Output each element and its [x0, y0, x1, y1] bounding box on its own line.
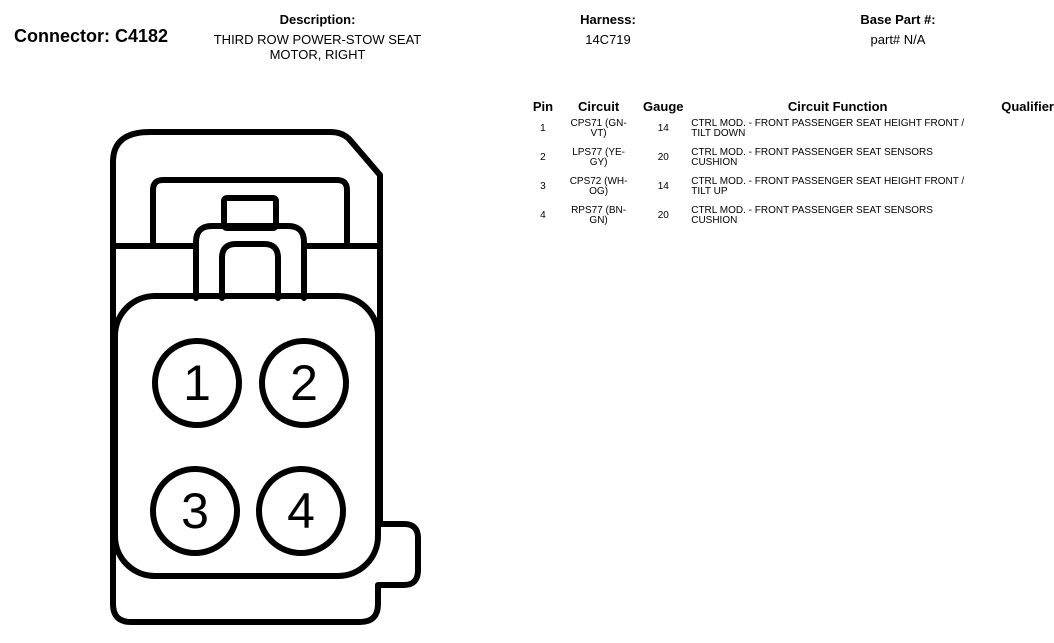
pin-4: 4: [256, 466, 346, 556]
circuit-line-1: CPS71 (GN-: [570, 117, 627, 129]
function-line-1: CTRL MOD. - FRONT PASSENGER SEAT HEIGHT …: [691, 175, 965, 187]
pin-table: Pin Circuit Gauge Circuit Function Quali…: [528, 97, 1054, 230]
pin-table-header-row: Pin Circuit Gauge Circuit Function Quali…: [528, 97, 1054, 114]
pin-1: 1: [152, 338, 242, 428]
function-cell: CTRL MOD. - FRONT PASSENGER SEAT HEIGHT …: [687, 172, 988, 201]
function-line-1: CTRL MOD. - FRONT PASSENGER SEAT HEIGHT …: [691, 117, 965, 129]
pin-4-label: 4: [287, 483, 315, 539]
harness-block: Harness: 14C719: [540, 12, 676, 47]
pin-2: 2: [259, 338, 349, 428]
function-cell: CTRL MOD. - FRONT PASSENGER SEAT SENSORS…: [687, 201, 988, 230]
gauge-cell: 20: [657, 209, 669, 221]
qualifier-cell: [988, 114, 1054, 143]
latch-slot: [219, 241, 281, 301]
description-label: Description:: [279, 12, 356, 27]
description-block: Description: THIRD ROW POWER-STOW SEAT M…: [195, 12, 440, 62]
circuit-line-2: GY): [589, 156, 608, 168]
circuit-cell: RPS77 (BN-GN): [558, 201, 639, 230]
description-line-2: MOTOR, RIGHT: [269, 47, 366, 62]
pin-3-label: 3: [181, 483, 209, 539]
function-line-2: CUSHION: [691, 214, 738, 226]
qualifier-cell: [988, 172, 1054, 201]
table-row: 3 CPS72 (WH-OG) 14 CTRL MOD. - FRONT PAS…: [528, 172, 1054, 201]
gauge-column-header: Gauge: [643, 99, 684, 114]
pin-cell: 2: [540, 151, 546, 163]
circuit-line-1: CPS72 (WH-: [569, 175, 628, 187]
table-row: 2 LPS77 (YE-GY) 20 CTRL MOD. - FRONT PAS…: [528, 143, 1054, 172]
function-line-2: TILT DOWN: [691, 127, 746, 139]
function-column-header: Circuit Function: [787, 99, 888, 114]
description-value: THIRD ROW POWER-STOW SEAT MOTOR, RIGHT: [195, 32, 440, 62]
qualifier-cell: [988, 201, 1054, 230]
gauge-cell: 14: [657, 180, 669, 192]
circuit-line-2: OG): [589, 185, 609, 197]
circuit-line-1: RPS77 (BN-: [571, 204, 627, 216]
function-line-2: TILT UP: [691, 185, 728, 197]
table-row: 1 CPS71 (GN-VT) 14 CTRL MOD. - FRONT PAS…: [528, 114, 1054, 143]
function-line-2: CUSHION: [691, 156, 738, 168]
pin-column-header: Pin: [532, 99, 554, 114]
pin-cell: 4: [540, 209, 546, 221]
base-part-label: Base Part #:: [860, 12, 936, 27]
description-line-1: THIRD ROW POWER-STOW SEAT: [213, 32, 422, 47]
latch-frame: [150, 177, 350, 245]
function-line-1: CTRL MOD. - FRONT PASSENGER SEAT SENSORS: [691, 146, 933, 158]
pin-cell: 1: [540, 122, 546, 134]
qualifier-column-header: Qualifier: [1001, 99, 1054, 114]
pin-cell: 3: [540, 180, 546, 192]
pin-3: 3: [150, 466, 240, 556]
circuit-line-2: GN): [589, 214, 608, 226]
circuit-cell: LPS77 (YE-GY): [558, 143, 639, 172]
harness-value: 14C719: [585, 32, 631, 47]
circuit-cell: CPS72 (WH-OG): [558, 172, 639, 201]
qualifier-cell: [988, 143, 1054, 172]
table-row: 4 RPS77 (BN-GN) 20 CTRL MOD. - FRONT PAS…: [528, 201, 1054, 230]
function-cell: CTRL MOD. - FRONT PASSENGER SEAT HEIGHT …: [687, 114, 988, 143]
base-part-block: Base Part #: part# N/A: [820, 12, 976, 47]
circuit-cell: CPS71 (GN-VT): [558, 114, 639, 143]
harness-label: Harness:: [580, 12, 636, 27]
pin-2-label: 2: [290, 355, 318, 411]
circuit-line-1: LPS77 (YE-: [572, 146, 625, 158]
pin-cavity: [112, 293, 381, 579]
circuit-line-2: VT): [590, 127, 607, 139]
base-part-value: part# N/A: [870, 32, 926, 47]
latch-arch: [193, 223, 307, 301]
pin-1-label: 1: [183, 355, 211, 411]
function-cell: CTRL MOD. - FRONT PASSENGER SEAT SENSORS…: [687, 143, 988, 172]
circuit-column-header: Circuit: [578, 99, 620, 114]
connector-face-diagram: 1 2 3 4: [110, 129, 421, 625]
gauge-cell: 20: [657, 151, 669, 163]
connector-title: Connector: C4182: [14, 26, 169, 46]
connector-outline: [110, 129, 421, 625]
gauge-cell: 14: [657, 122, 669, 134]
function-line-1: CTRL MOD. - FRONT PASSENGER SEAT SENSORS: [691, 204, 933, 216]
